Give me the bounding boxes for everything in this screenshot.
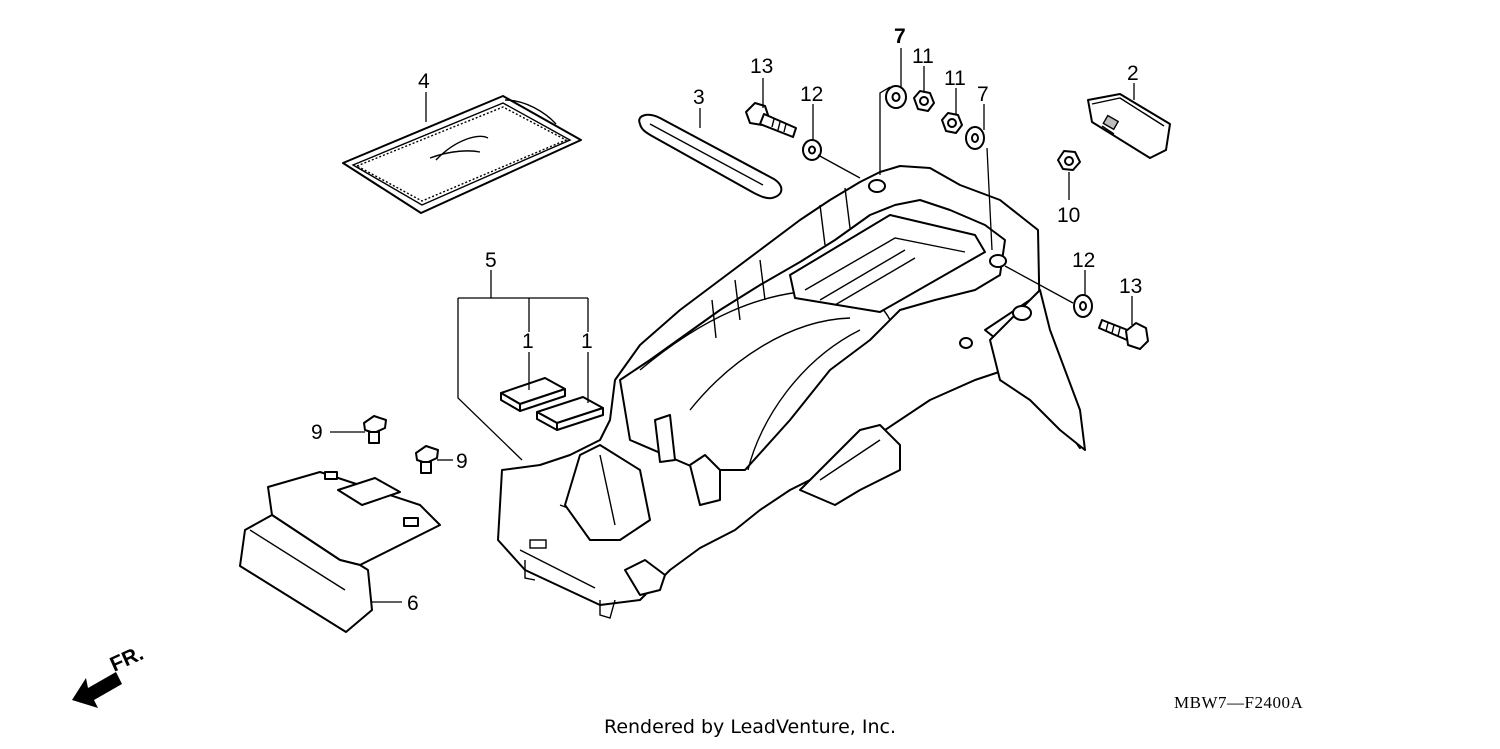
callout-3: 3 xyxy=(693,86,705,109)
callout-4: 4 xyxy=(418,70,430,93)
callout-11-top-left: 11 xyxy=(912,45,934,68)
part-13-bolt-right[interactable] xyxy=(1098,319,1149,350)
part-11-nut-top-left[interactable] xyxy=(913,90,935,112)
part-10-nut[interactable] xyxy=(1057,150,1081,171)
part-12-washer-top[interactable] xyxy=(802,139,822,161)
callout-12-right: 12 xyxy=(1072,249,1095,272)
callout-numbers: 4 3 13 12 7 11 11 7 2 10 12 13 5 1 1 9 9… xyxy=(311,25,1142,615)
callout-13-right: 13 xyxy=(1119,275,1142,298)
callout-1-left: 1 xyxy=(522,330,534,353)
part-12-washer-right[interactable] xyxy=(1073,294,1093,318)
diagram-code: MBW7—F2400A xyxy=(1174,693,1304,712)
part-9-clip-left[interactable] xyxy=(363,415,387,444)
callout-6: 6 xyxy=(407,592,419,615)
part-13-bolt-top[interactable] xyxy=(745,102,797,138)
part-1-pad-left[interactable] xyxy=(500,377,566,412)
callout-2: 2 xyxy=(1127,62,1139,85)
callout-5: 5 xyxy=(485,249,497,272)
callout-9-right: 9 xyxy=(456,450,468,473)
callout-7-top-left: 7 xyxy=(894,25,906,48)
part-4-sheet[interactable] xyxy=(342,95,582,214)
part-11-nut-top-right[interactable] xyxy=(941,112,963,134)
credit-text: Rendered by LeadVenture, Inc. xyxy=(603,716,897,738)
part-3-band[interactable] xyxy=(638,113,783,200)
callout-12-top: 12 xyxy=(800,83,823,106)
callout-11-top-right: 11 xyxy=(944,67,966,90)
part-rear-fender[interactable] xyxy=(497,165,1086,619)
part-2-reflector[interactable] xyxy=(1087,93,1171,159)
callout-10: 10 xyxy=(1057,204,1080,227)
callout-1-right: 1 xyxy=(581,330,593,353)
front-direction-arrow: FR. xyxy=(72,642,147,708)
front-arrow-label: FR. xyxy=(107,642,147,677)
callout-9-left: 9 xyxy=(311,421,323,444)
part-9-clip-right[interactable] xyxy=(415,445,439,474)
part-7-washer-top-left[interactable] xyxy=(885,85,907,109)
callout-13-top: 13 xyxy=(750,55,773,78)
leader-lines xyxy=(330,48,1135,603)
part-1-pad-right[interactable] xyxy=(536,396,604,431)
part-7-washer-top-right[interactable] xyxy=(965,126,985,150)
arrow-left-icon xyxy=(72,672,122,708)
callout-7-top-right: 7 xyxy=(977,83,989,106)
part-6-bracket[interactable] xyxy=(239,471,441,633)
